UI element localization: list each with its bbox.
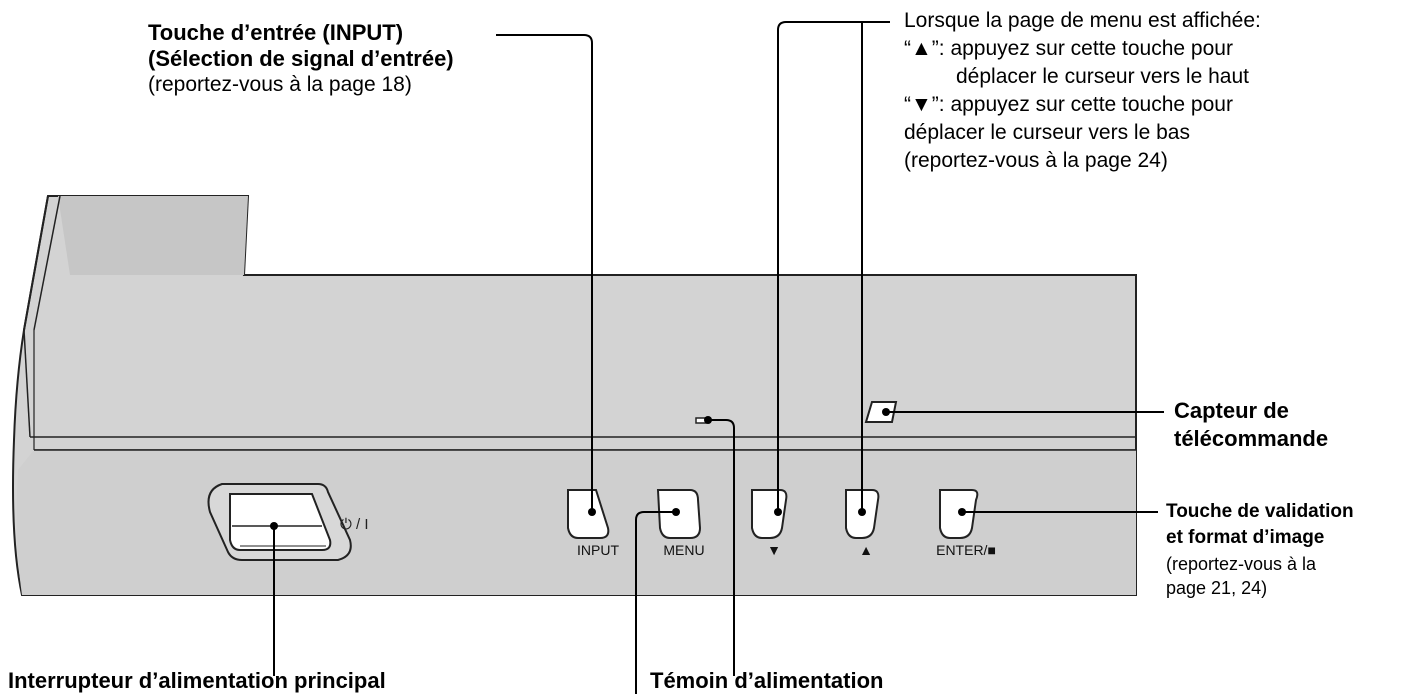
down-button-label: ▼ [767, 542, 781, 558]
menu-button-label: MENU [663, 542, 705, 558]
menu-nav-line5: déplacer le curseur vers le bas [904, 121, 1190, 144]
enter-button-label: ENTER/■ [936, 542, 996, 558]
input-key-subtitle: (Sélection de signal d’entrée) [148, 46, 454, 71]
main-power-switch-label: Interrupteur d’alimentation principal [8, 668, 386, 693]
input-key-title: Touche d’entrée (INPUT) [148, 20, 404, 45]
main-power-switch[interactable] [207, 483, 352, 561]
leader-lines [273, 21, 1164, 694]
remote-sensor-title-2: télécommande [1174, 426, 1329, 451]
input-button-label: INPUT [577, 542, 619, 558]
screen-shadow [58, 196, 248, 275]
enter-key-page-ref-1: (reportez-vous à la [1166, 554, 1317, 574]
remote-sensor [864, 401, 898, 423]
power-indicator-label: Témoin d’alimentation [650, 668, 884, 693]
up-button-label: ▲ [859, 542, 873, 558]
enter-key-title-2: et format d’image [1166, 527, 1325, 548]
enter-key-title-1: Touche de validation [1166, 501, 1354, 522]
remote-sensor-title-1: Capteur de [1174, 398, 1289, 423]
menu-nav-line3: déplacer le curseur vers le haut [956, 65, 1249, 88]
leader-dots [270, 408, 966, 530]
menu-nav-line4: “▼”: appuyez sur cette touche pour [904, 93, 1233, 116]
input-button[interactable] [567, 489, 610, 539]
input-key-page-ref: (reportez-vous à la page 18) [148, 73, 412, 96]
menu-nav-line2: “▲”: appuyez sur cette touche pour [904, 37, 1233, 60]
menu-nav-line1: Lorsque la page de menu est affichée: [904, 9, 1261, 32]
power-symbol: ⏻ / I [340, 516, 369, 533]
enter-key-page-ref-2: page 21, 24) [1166, 578, 1268, 598]
menu-nav-page-ref: (reportez-vous à la page 24) [904, 149, 1168, 172]
